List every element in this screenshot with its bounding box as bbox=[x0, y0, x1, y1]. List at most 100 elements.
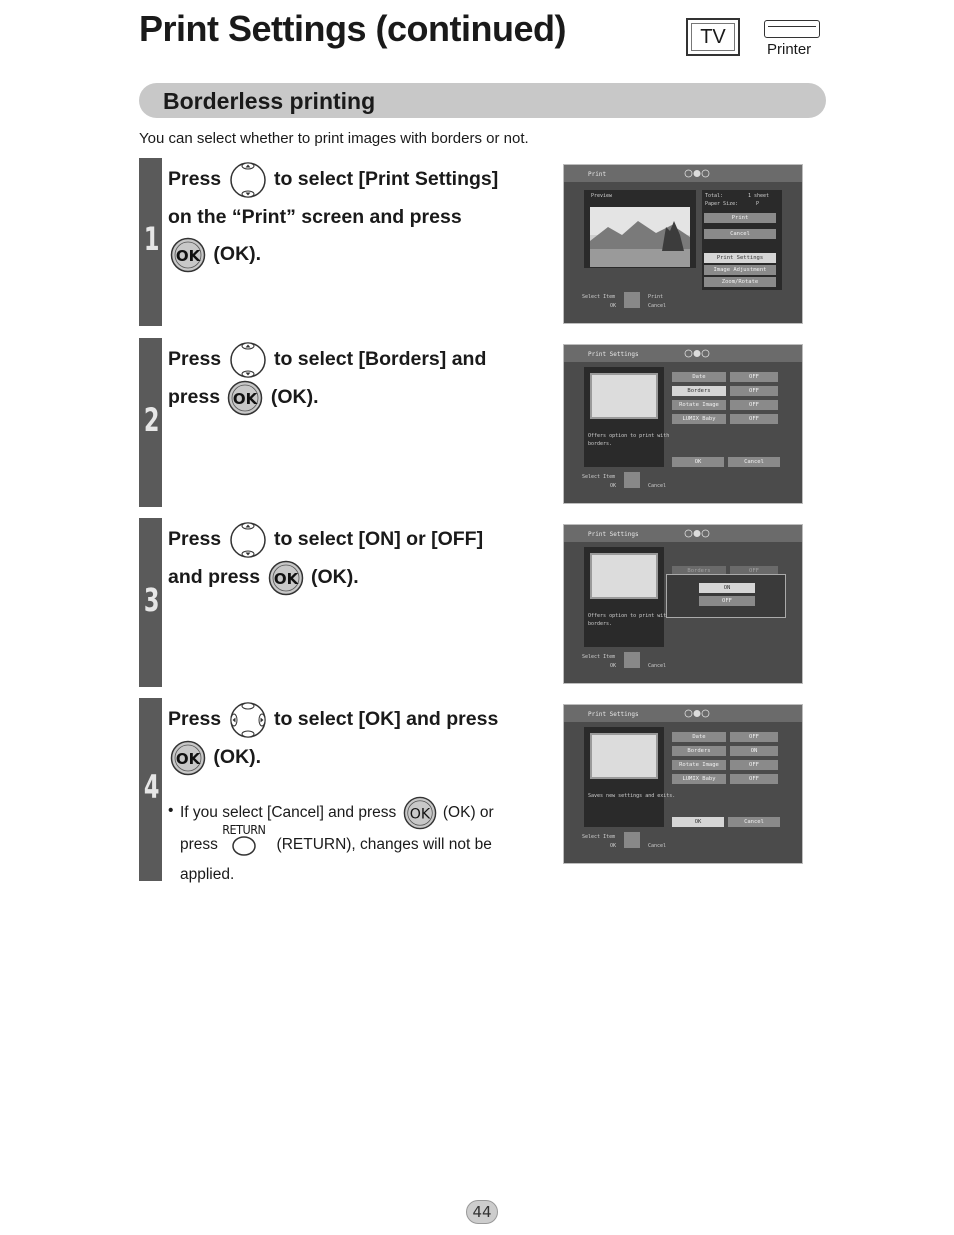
total-label: Total: bbox=[705, 193, 724, 199]
updown-dpad-icon bbox=[229, 522, 266, 558]
rotate-image-option[interactable]: Rotate Image bbox=[672, 400, 726, 410]
footer-dpad-icon bbox=[624, 472, 640, 488]
screen-header bbox=[564, 165, 802, 182]
screen-header bbox=[564, 705, 802, 722]
intro-text: You can select whether to print images w… bbox=[139, 130, 529, 147]
settings-screen-image: Print Settings Offers option to print wi… bbox=[563, 344, 803, 504]
updown-dpad-icon bbox=[229, 162, 266, 198]
step-1-bar bbox=[139, 158, 162, 326]
borders-option[interactable]: Borders bbox=[672, 386, 726, 396]
borders-option: Borders bbox=[672, 566, 726, 576]
puppy-thumbnail bbox=[590, 373, 658, 419]
cancel-button[interactable]: Cancel bbox=[728, 817, 780, 827]
cancel-button[interactable]: Cancel bbox=[704, 229, 776, 239]
step-2-press: Press bbox=[168, 348, 222, 371]
screen-title: Print bbox=[588, 171, 607, 178]
description-line-1: Offers option to print with bbox=[588, 433, 670, 439]
svg-text:OK: OK bbox=[176, 247, 202, 265]
date-value: OFF bbox=[730, 732, 778, 742]
footer-print: Print bbox=[648, 294, 664, 300]
footer-cancel: Cancel bbox=[648, 663, 667, 669]
step-1-press: Press bbox=[168, 168, 222, 191]
step-2-action: to select [Borders] and bbox=[273, 348, 487, 371]
footer-select: Select Item bbox=[582, 474, 616, 480]
off-option[interactable]: OFF bbox=[699, 596, 755, 606]
step-2-bar bbox=[139, 338, 162, 507]
cancel-button[interactable]: Cancel bbox=[728, 457, 780, 467]
screen-header bbox=[564, 525, 802, 542]
step-4-press: Press bbox=[168, 708, 222, 731]
step-3-ok: (OK). bbox=[310, 566, 359, 588]
step-3-action: to select [ON] or [OFF] bbox=[273, 528, 484, 551]
print-screen-image: Print Preview Total: 1 sheet Paper Size:… bbox=[563, 164, 803, 324]
lumix-baby-option[interactable]: LUMIX Baby bbox=[672, 414, 726, 424]
description-line-1: Offers option to print with bbox=[588, 613, 670, 619]
return-label: RETURN bbox=[222, 821, 266, 837]
description-line-2: borders. bbox=[588, 621, 613, 627]
step-1-instruction: Press to select [Print Settings] on the … bbox=[168, 161, 533, 273]
zoom-rotate-button[interactable]: Zoom/Rotate bbox=[704, 277, 776, 287]
step-1-ok: (OK). bbox=[213, 243, 262, 265]
step-4-number: 4 bbox=[143, 768, 160, 806]
footer-ok: OK bbox=[610, 663, 617, 669]
step-2-number: 2 bbox=[143, 401, 160, 439]
note-text-b: (OK) or bbox=[442, 804, 494, 822]
footer-dpad-icon bbox=[624, 832, 640, 848]
printer-icon bbox=[764, 20, 820, 38]
page-title: Print Settings (continued) bbox=[139, 8, 566, 49]
screen-title: Print Settings bbox=[588, 351, 639, 358]
svg-text:OK: OK bbox=[233, 390, 259, 408]
lumix-baby-option[interactable]: LUMIX Baby bbox=[672, 774, 726, 784]
screen-header bbox=[564, 345, 802, 362]
paper-size-label: Paper Size: bbox=[705, 201, 739, 207]
updown-dpad-icon bbox=[229, 342, 266, 378]
step-4-ok: (OK). bbox=[213, 746, 262, 768]
status-icons bbox=[684, 529, 710, 538]
ok-circle-icon: OK bbox=[170, 237, 206, 273]
preview-photo bbox=[590, 207, 690, 267]
step-3-press: Press bbox=[168, 528, 222, 551]
screen-title: Print Settings bbox=[588, 711, 639, 718]
puppy-thumbnail bbox=[590, 733, 658, 779]
lumix-baby-value: OFF bbox=[730, 414, 778, 424]
date-option[interactable]: Date bbox=[672, 732, 726, 742]
footer-ok: OK bbox=[610, 843, 617, 849]
step-1-number: 1 bbox=[143, 220, 160, 258]
ok-button[interactable]: OK bbox=[672, 817, 724, 827]
step-3-press-2: and press bbox=[168, 566, 261, 588]
step-1-action: to select [Print Settings] bbox=[273, 168, 499, 191]
footer-select: Select Item bbox=[582, 654, 616, 660]
svg-text:OK: OK bbox=[273, 570, 299, 588]
rotate-image-option[interactable]: Rotate Image bbox=[672, 760, 726, 770]
status-icons bbox=[684, 169, 710, 178]
final-settings-screen-image: Print Settings Saves new settings and ex… bbox=[563, 704, 803, 864]
footer-ok: OK bbox=[610, 483, 617, 489]
ok-circle-icon: OK bbox=[170, 740, 206, 776]
ok-button[interactable]: OK bbox=[672, 457, 724, 467]
step-3-number: 3 bbox=[143, 581, 160, 619]
ok-circle-icon: OK bbox=[228, 380, 263, 416]
ok-circle-icon: OK bbox=[268, 560, 303, 596]
return-button-icon: RETURN bbox=[222, 822, 272, 856]
footer-cancel: Cancel bbox=[648, 483, 667, 489]
step-2-press-2: press bbox=[168, 386, 221, 408]
ok-circle-icon: OK bbox=[403, 796, 436, 830]
print-button[interactable]: Print bbox=[704, 213, 776, 223]
status-icons bbox=[684, 349, 710, 358]
note-text-e: applied. bbox=[180, 866, 235, 883]
image-adjustment-button[interactable]: Image Adjustment bbox=[704, 265, 776, 275]
leftright-dpad-icon bbox=[229, 702, 266, 738]
date-option[interactable]: Date bbox=[672, 372, 726, 382]
footer-select: Select Item bbox=[582, 834, 616, 840]
on-option[interactable]: ON bbox=[699, 583, 755, 593]
svg-text:OK: OK bbox=[409, 807, 430, 823]
step-2-instruction: Press to select [Borders] and press OK (… bbox=[168, 341, 533, 416]
borders-option[interactable]: Borders bbox=[672, 746, 726, 756]
step-3-instruction: Press to select [ON] or [OFF] and press … bbox=[168, 521, 533, 596]
total-value: 1 sheet bbox=[748, 193, 770, 199]
step-4-bar bbox=[139, 698, 162, 881]
lumix-baby-value: OFF bbox=[730, 774, 778, 784]
preview-label: Preview bbox=[591, 193, 613, 199]
footer-dpad-icon bbox=[624, 292, 640, 308]
print-settings-button[interactable]: Print Settings bbox=[704, 253, 776, 263]
